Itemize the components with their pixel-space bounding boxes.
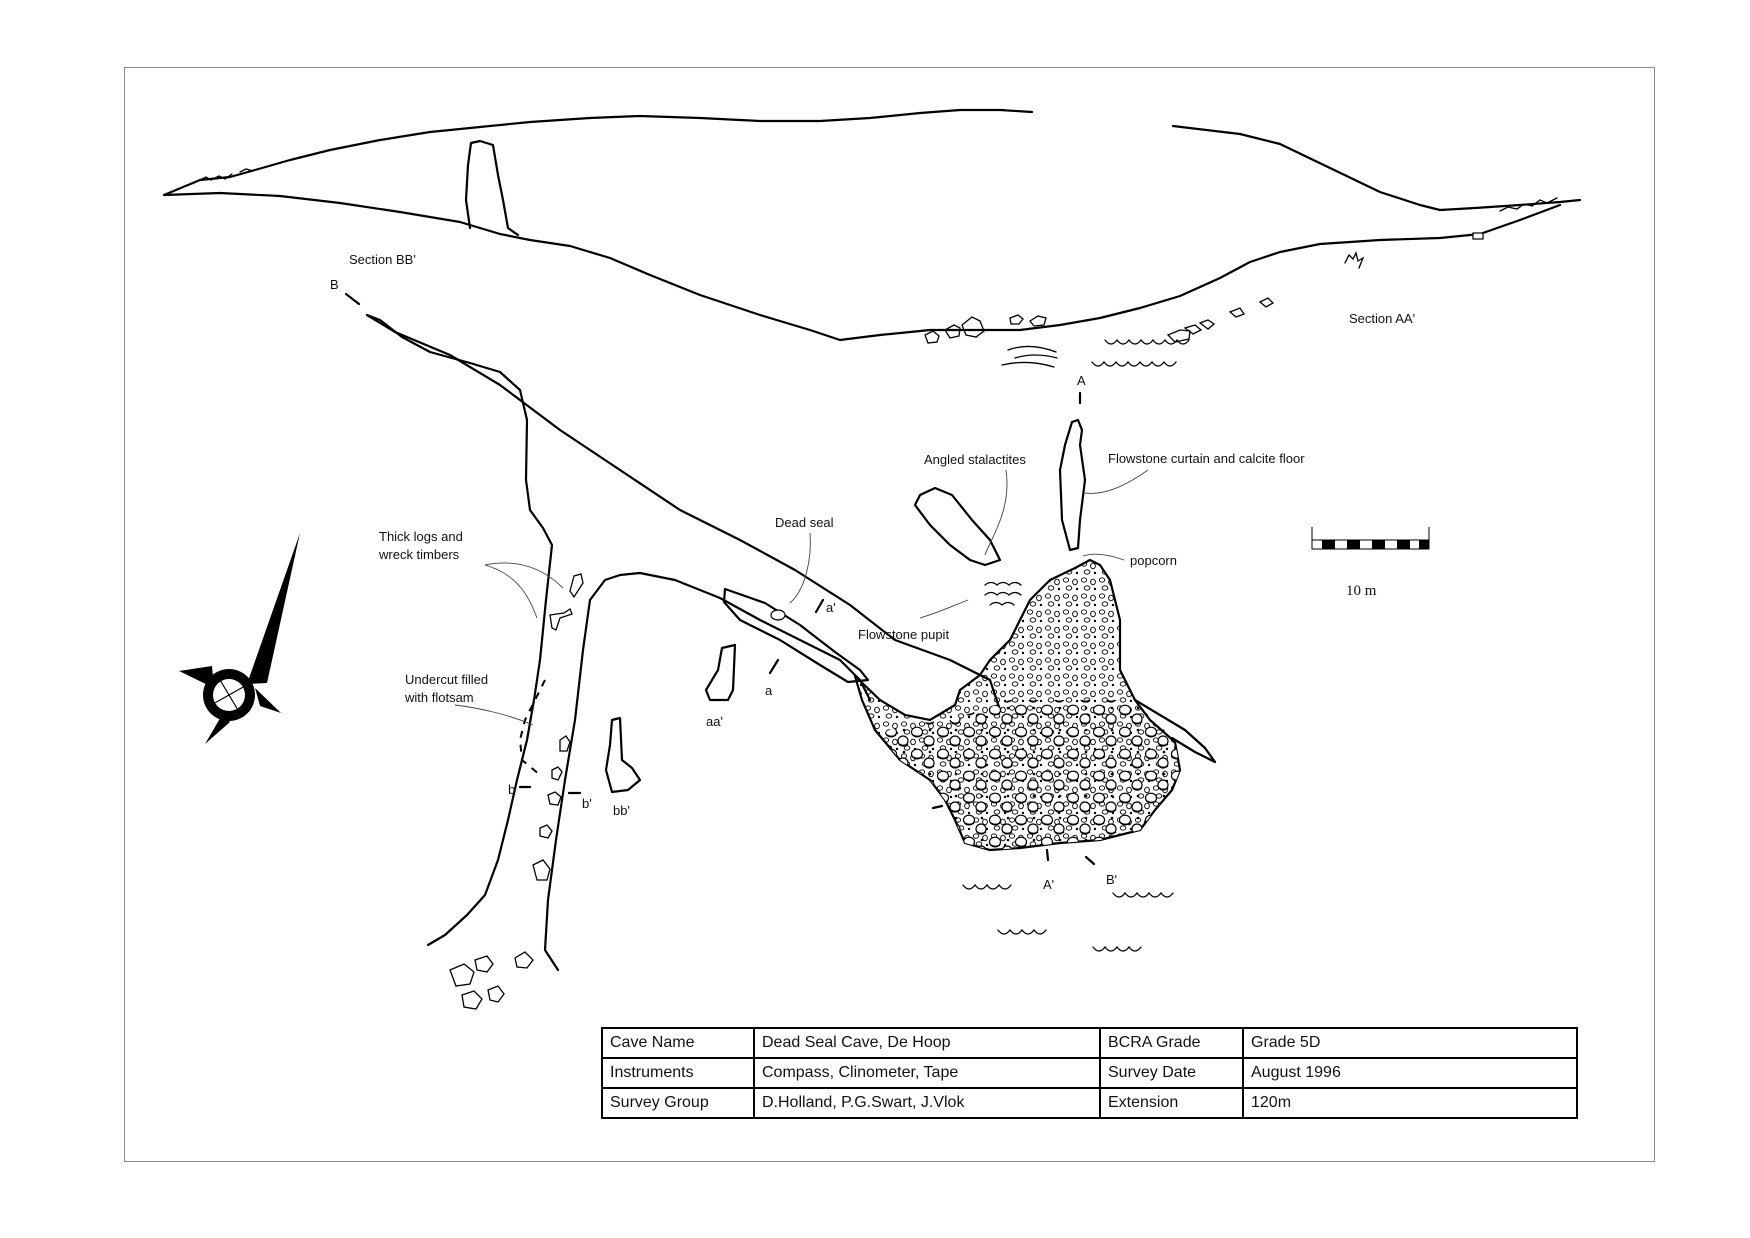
section-aa-label: Section AA' [1349, 311, 1415, 326]
angled-stalactites-label: Angled stalactites [924, 452, 1026, 467]
point-a-prime-label: A' [1043, 877, 1054, 892]
point-b-label: B [330, 277, 339, 292]
scale-bar: 10 m [1311, 527, 1430, 599]
table-row: Cave Name Dead Seal Cave, De Hoop BCRA G… [601, 1027, 1578, 1059]
section-profile [162, 108, 1582, 368]
point-a-label: A [1077, 373, 1086, 388]
section-b-marker [344, 292, 361, 306]
scale-bar-label: 10 m [1346, 583, 1377, 599]
north-arrow-icon [179, 533, 300, 744]
thick-logs-label-line1: Thick logs and [379, 529, 463, 544]
cross-section-b-label: b [508, 782, 515, 797]
bcra-grade-key: BCRA Grade [1099, 1027, 1244, 1059]
survey-group-value: D.Holland, P.G.Swart, J.Vlok [753, 1087, 1101, 1119]
survey-date-value: August 1996 [1242, 1057, 1578, 1089]
dead-seal-label: Dead seal [775, 515, 834, 530]
flowstone-curtain-label: Flowstone curtain and calcite floor [1108, 451, 1305, 466]
section-bb-label: Section BB' [349, 252, 416, 267]
thick-logs-label-line2: wreck timbers [378, 547, 460, 562]
dead-seal-leader [789, 532, 811, 604]
drawing-frame [124, 67, 1655, 1162]
cross-section-a-prime-label: a' [826, 600, 836, 615]
bcra-grade-value: Grade 5D [1242, 1027, 1578, 1059]
popcorn-leader [1082, 553, 1125, 561]
table-row: Instruments Compass, Clinometer, Tape Su… [601, 1057, 1578, 1089]
flowstone-pupit-label: Flowstone pupit [858, 627, 949, 642]
dead-seal-icon [770, 609, 786, 621]
survey-date-key: Survey Date [1099, 1057, 1244, 1089]
thick-logs-leader [484, 562, 564, 619]
undercut-leader [454, 704, 534, 726]
instruments-key: Instruments [601, 1057, 755, 1089]
undercut-label-line1: Undercut filled [405, 672, 488, 687]
undercut-label-line2: with flotsam [404, 690, 474, 705]
cross-section-bb-label: bb' [613, 803, 630, 818]
cross-section-aa-label: aa' [706, 714, 723, 729]
instruments-value: Compass, Clinometer, Tape [753, 1057, 1101, 1089]
survey-group-key: Survey Group [601, 1087, 755, 1119]
cross-section-b-prime-label: b' [582, 796, 592, 811]
cave-name-value: Dead Seal Cave, De Hoop [753, 1027, 1101, 1059]
extension-key: Extension [1099, 1087, 1244, 1119]
angled-stalactites-leader [984, 469, 1008, 556]
point-b-prime-label: B' [1106, 872, 1117, 887]
cross-section-bb [604, 716, 642, 794]
survey-info-table: Cave Name Dead Seal Cave, De Hoop BCRA G… [601, 1027, 1578, 1119]
cave-plan [365, 313, 1217, 1010]
table-row: Survey Group D.Holland, P.G.Swart, J.Vlo… [601, 1087, 1578, 1119]
cross-section-a-label: a [765, 683, 773, 698]
cave-name-key: Cave Name [601, 1027, 755, 1059]
flowstone-pupit-leader [919, 599, 969, 619]
extension-value: 120m [1242, 1087, 1578, 1119]
cross-section-aa [704, 643, 737, 702]
flowstone-curtain-leader [1084, 469, 1149, 494]
popcorn-label: popcorn [1130, 553, 1177, 568]
